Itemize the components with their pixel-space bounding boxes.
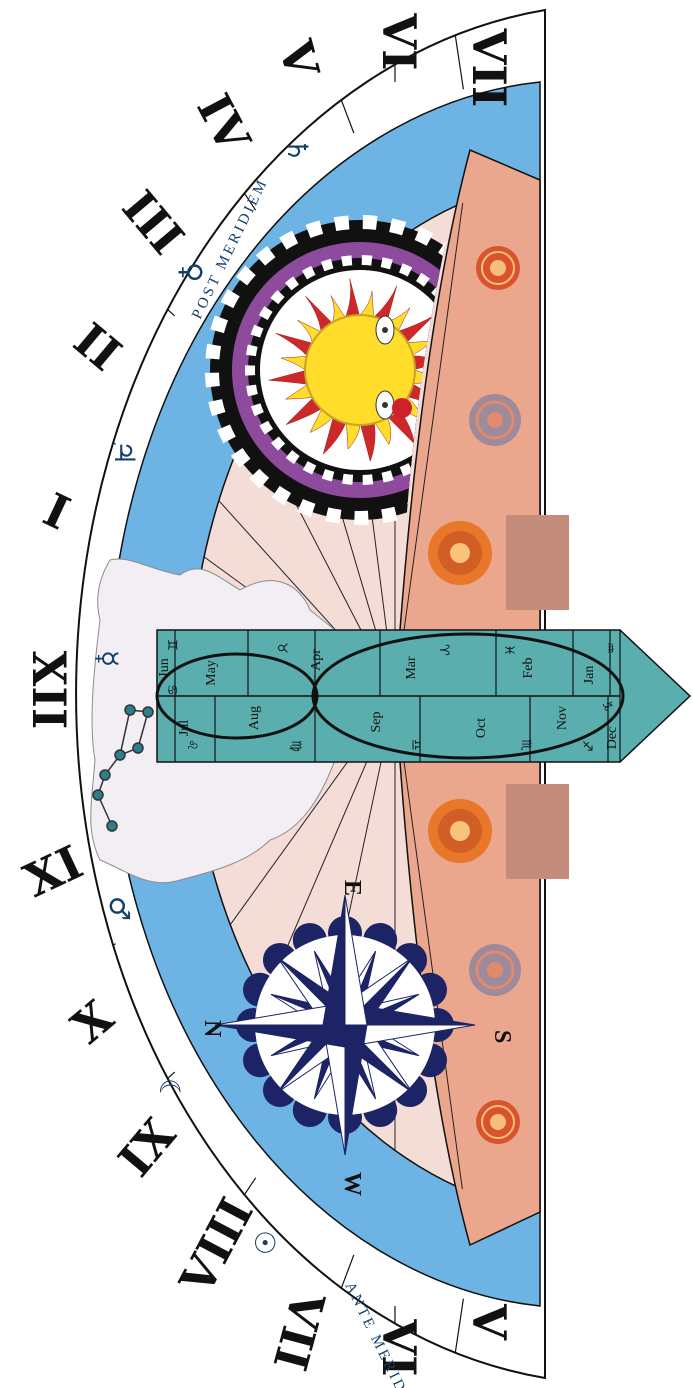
hour-numeral: IX xyxy=(108,1108,186,1187)
big-dipper-constellation-icon xyxy=(92,704,154,832)
calendar-month: Apr xyxy=(309,649,324,671)
zodiac-sign: ♊ xyxy=(164,639,179,651)
hour-numeral: II xyxy=(64,312,132,381)
calendar-month: Feb xyxy=(521,658,536,679)
zodiac-sign: ♓ xyxy=(501,644,516,656)
rosette-icon xyxy=(476,246,520,290)
hour-numeral: XI xyxy=(16,835,91,908)
zodiac-sign: ♐ xyxy=(579,740,594,752)
compass-north: N xyxy=(199,1020,225,1038)
hour-numeral: VI xyxy=(372,1318,426,1376)
calendar-month: Dec xyxy=(605,727,620,750)
compass-west: W xyxy=(339,1172,365,1196)
hour-numeral: IV xyxy=(186,85,261,162)
calendar-month: Sep xyxy=(369,712,384,733)
calendar-month: Nov xyxy=(555,706,570,730)
placeholder-panel xyxy=(506,784,569,879)
moon-icon: ☾ xyxy=(153,1078,186,1103)
sun-symbol-icon: ☉ xyxy=(248,1230,281,1255)
zodiac-sign: ♌ xyxy=(184,739,199,751)
zodiac-sign: ♈ xyxy=(436,644,451,656)
rosette-icon xyxy=(469,394,521,446)
hour-numeral: VI xyxy=(372,12,426,70)
hour-numeral: III xyxy=(112,180,195,264)
mercury-icon: ☿ xyxy=(91,650,124,667)
hour-numeral: X xyxy=(61,990,123,1055)
saturn-icon: ♄ xyxy=(281,138,314,163)
compass-east: E xyxy=(339,880,365,896)
calendar-month: Oct xyxy=(474,718,489,738)
zodiac-sign: ♍ xyxy=(288,740,303,752)
calendar-month: Jan xyxy=(582,666,597,685)
calendar-month: May xyxy=(204,660,219,686)
hour-numeral: VII xyxy=(462,28,516,108)
rosette-icon xyxy=(428,799,492,863)
placeholder-panel xyxy=(506,515,569,610)
hour-numeral: XII xyxy=(22,651,76,730)
mars-icon: ♂ xyxy=(103,896,136,921)
calendar-month: Jul xyxy=(177,720,192,736)
hour-numeral: I xyxy=(36,482,78,540)
zodiac-sign: ♉ xyxy=(274,642,289,654)
calendar-month: Jun xyxy=(157,658,172,677)
calendar-month: Aug xyxy=(247,706,262,730)
rosette-icon xyxy=(428,521,492,585)
zodiac-sign: ♋ xyxy=(164,684,179,696)
hour-numeral: V xyxy=(268,34,330,85)
venus-icon: ♀ xyxy=(175,262,208,283)
jupiter-icon: ♃ xyxy=(108,440,141,465)
rosette-icon xyxy=(469,944,521,996)
zodiac-sign: ♑ xyxy=(599,700,614,712)
compass-rose-icon xyxy=(214,894,476,1156)
zodiac-sign: ♏ xyxy=(518,739,533,751)
zodiac-sign: ♒ xyxy=(602,642,617,654)
hour-numeral: VII xyxy=(263,1285,336,1376)
zodiac-sign: ♎ xyxy=(408,739,423,751)
calendar-month: Mar xyxy=(404,656,419,680)
hour-numeral: V xyxy=(462,1303,516,1341)
compass-south: S xyxy=(489,1030,515,1043)
rosette-icon xyxy=(476,1100,520,1144)
